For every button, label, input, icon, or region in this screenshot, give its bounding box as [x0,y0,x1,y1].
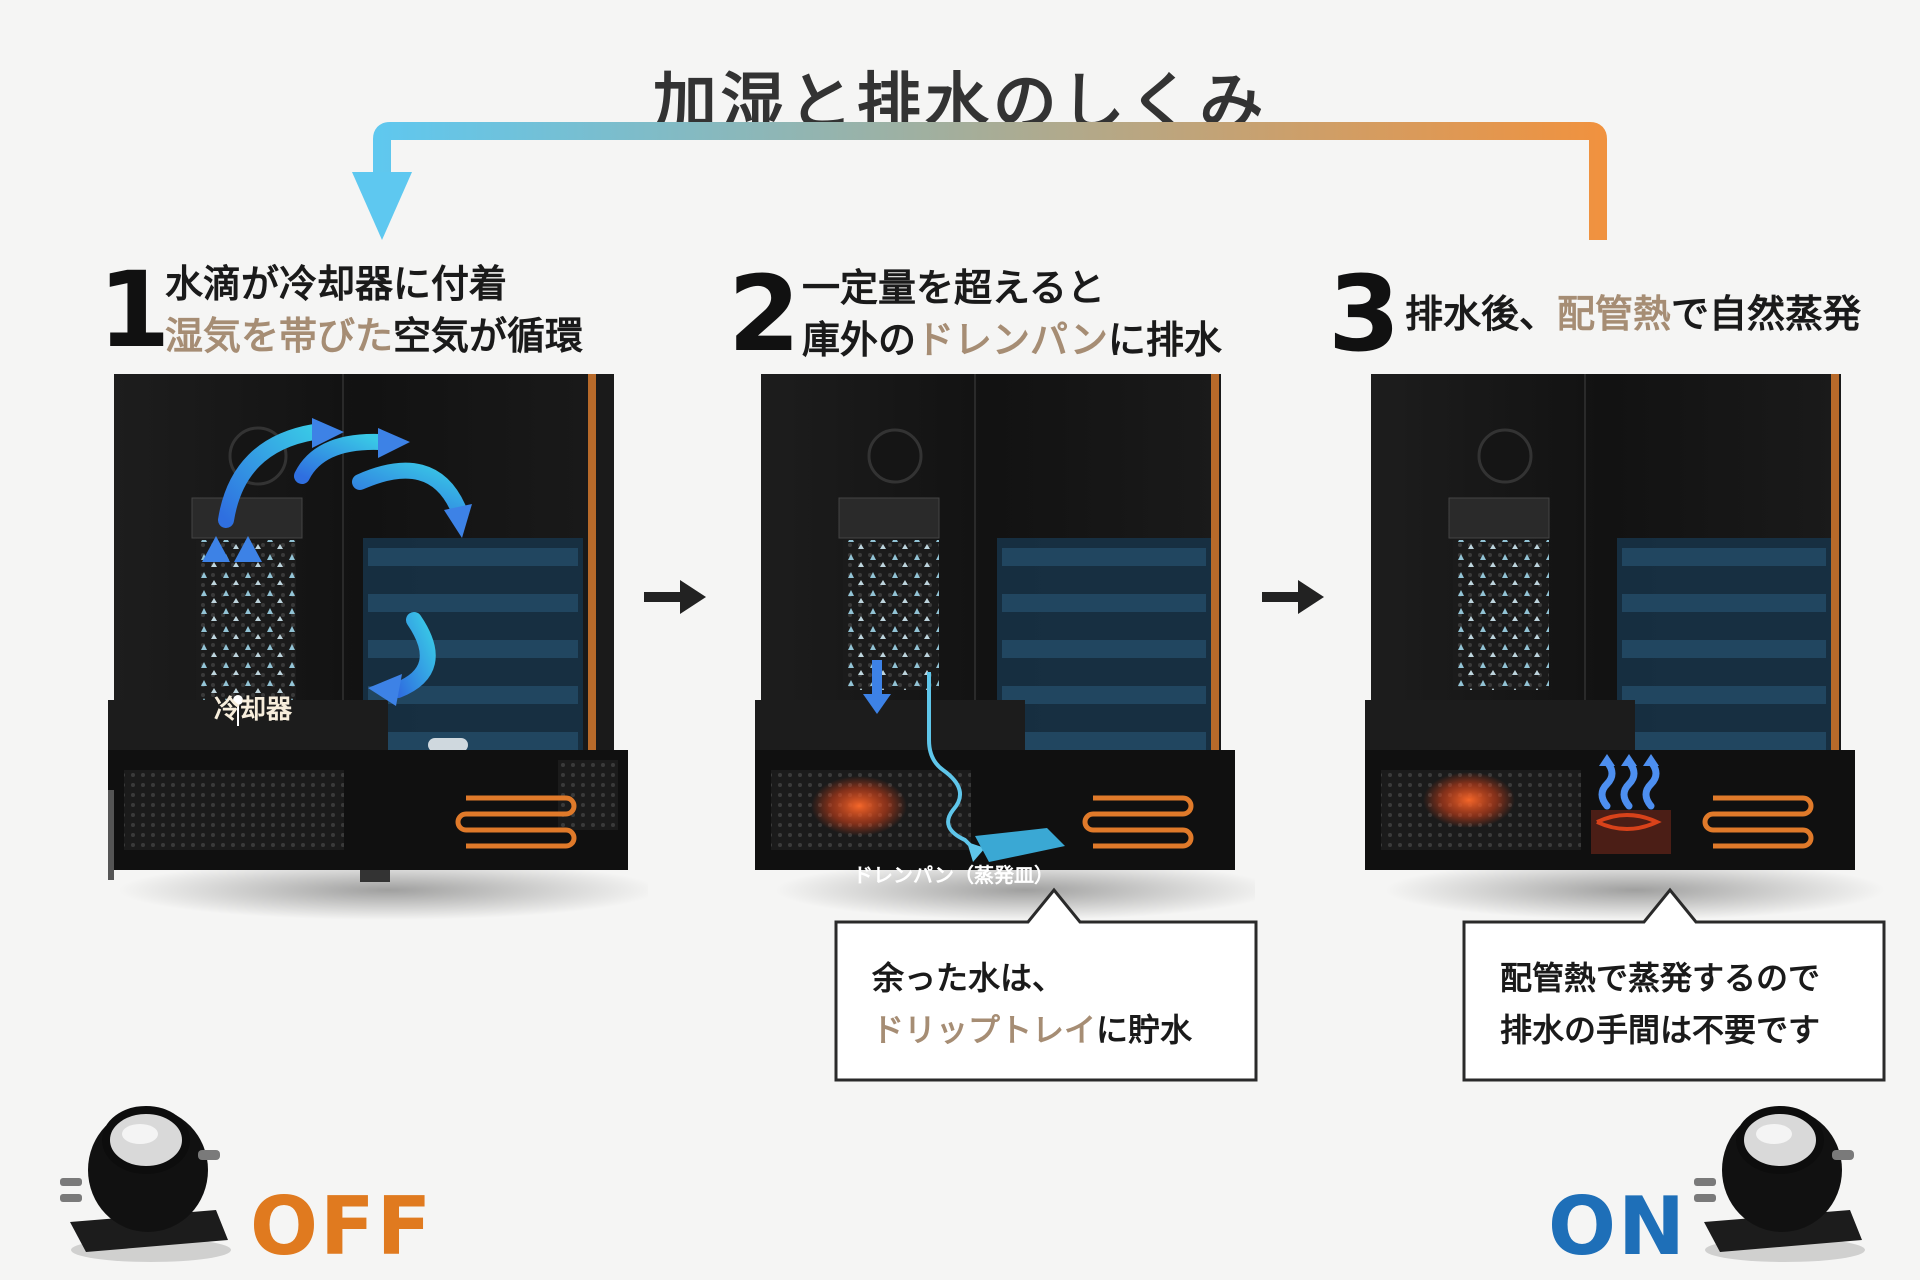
water-drops-icon [1453,540,1549,690]
steam-icon [1598,758,1660,810]
fan-icon [867,428,923,484]
callout-2-line2-rest: に貯水 [1096,1011,1193,1049]
drain-pan-icon [975,828,1065,862]
step-2-line2: 庫外のドレンパンに排水 [802,314,1222,366]
callout-2-line1: 余った水は、 [872,959,1065,997]
drain-path [927,672,977,852]
unit-illustration-step-3 [1365,374,1885,920]
step-1-line1: 水滴が冷却器に付着 [165,262,508,306]
step-3-line1-post: で自然蒸発 [1671,292,1862,336]
compressor-off-label: OFF [250,1180,434,1273]
heat-pipe-icon [1702,795,1814,849]
callout-3-line1: 配管熱で蒸発するので [1500,959,1821,997]
step-2-highlight: ドレンパン [916,318,1108,362]
cooler-label: 冷却器 [214,694,293,725]
step-2-description: 一定量を超えると 庫外のドレンパンに排水 [802,262,1222,366]
step-1-description: 水滴が冷却器に付着 湿気を帯びた空気が循環 [165,258,583,362]
airflow-arrows [208,424,466,698]
step-2-line2-pre: 庫外の [802,318,917,362]
callout-box-step-2 [834,887,1258,1082]
fan-icon [1477,428,1533,484]
step-1-line2: 湿気を帯びた空気が循環 [165,310,583,362]
shelves-panel [363,538,583,778]
step-3-description: 排水後、配管熱で自然蒸発 [1405,288,1861,340]
step-2-line2-post: に排水 [1107,318,1222,362]
callout-box-step-3 [1462,887,1886,1082]
unit-illustration-step-2: ドレンパン（蒸発皿） [755,374,1255,920]
step-3-line1: 排水後、配管熱で自然蒸発 [1405,288,1861,340]
drip-down-arrow [863,694,891,714]
compressor-icon-off [60,1106,231,1262]
heat-pipe-icon [1082,795,1194,849]
step-3-line1-pre: 排水後、 [1405,292,1558,336]
unit-illustration-step-1: 冷却器 [108,374,648,920]
step-2-number: 2 [728,253,801,375]
compressor-icon-on [1694,1106,1865,1262]
next-step-arrow-2 [1262,580,1324,614]
next-step-arrow-1 [644,580,706,614]
heat-glow [811,776,907,836]
step-3-number: 3 [1328,253,1401,375]
drain-pan-label: ドレンパン（蒸発皿） [853,863,1054,887]
callout-2-highlight: ドリップトレイ [872,1011,1097,1049]
step-2-line1: 一定量を超えると [802,266,1105,310]
heat-pipe-icon [455,795,577,849]
water-drops-icon [843,540,939,690]
callout-text-step-3: 配管熱で蒸発するので 排水の手間は不要です [1500,952,1820,1056]
step-1-line2-rest: 空気が循環 [393,314,584,358]
step-1-highlight: 湿気を帯びた [165,314,394,358]
compressor-on-label: ON [1548,1180,1687,1273]
step-3-highlight: 配管熱 [1557,292,1672,336]
callout-3-line2: 排水の手間は不要です [1500,1011,1821,1049]
callout-text-step-2: 余った水は、 ドリップトレイに貯水 [872,952,1192,1056]
callout-2-line2: ドリップトレイに貯水 [872,1004,1192,1056]
cycle-arrow [352,122,1607,240]
step-1-number: 1 [98,249,171,371]
